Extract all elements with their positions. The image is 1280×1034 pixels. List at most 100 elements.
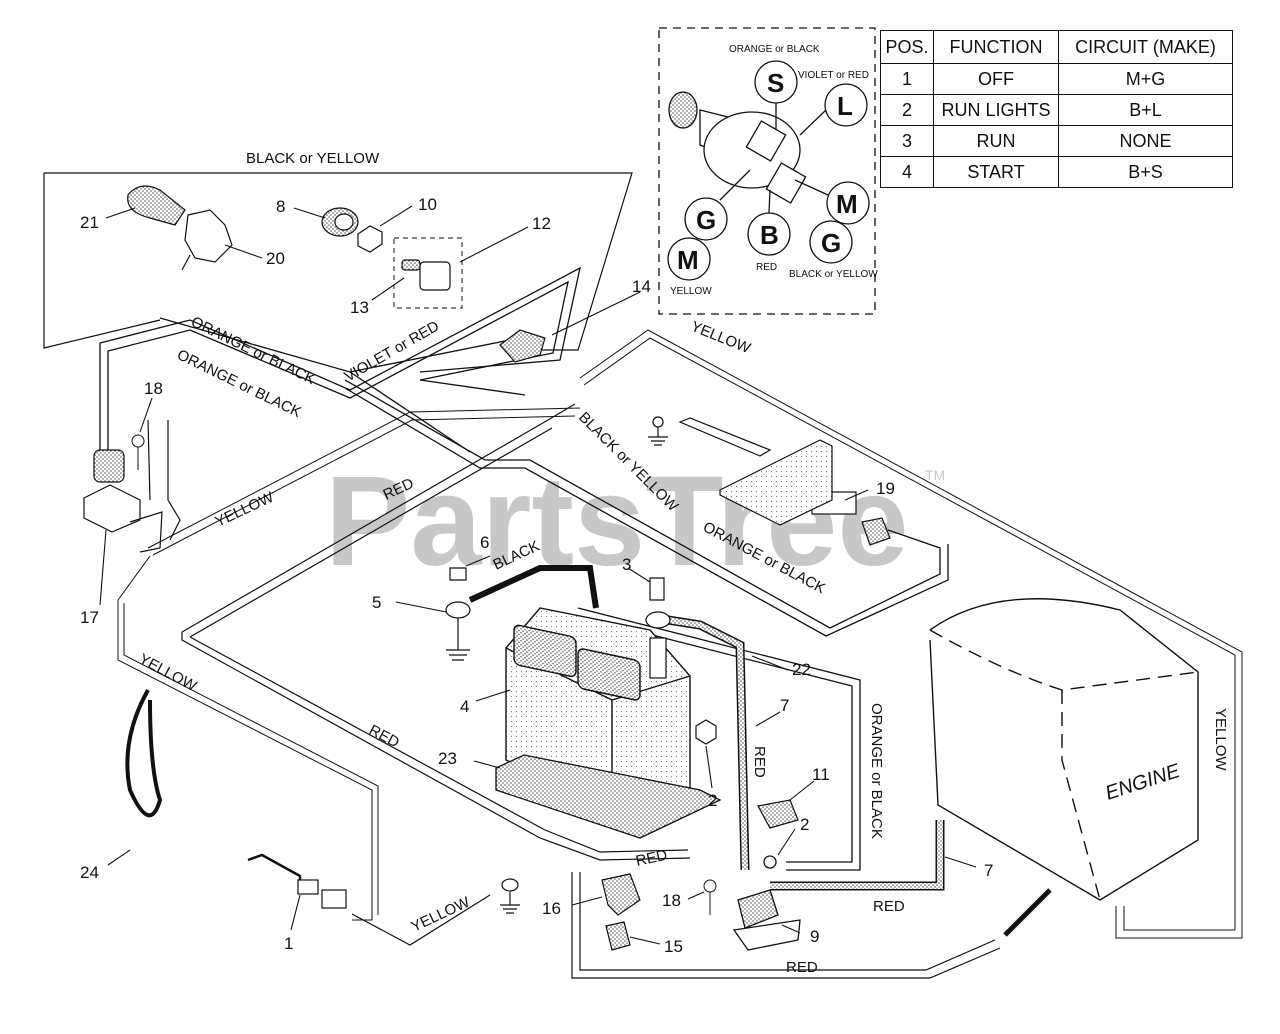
cell-circuit: B+L bbox=[1058, 94, 1233, 126]
black-battery-cable bbox=[468, 565, 599, 609]
callout-21: 21 bbox=[80, 213, 99, 232]
fuse bbox=[605, 921, 631, 951]
callout-22: 22 bbox=[792, 660, 811, 679]
switch-label-l: VIOLET or RED bbox=[798, 70, 869, 81]
wire-label-orange-or-black-vertical: ORANGE or BLACK bbox=[868, 703, 885, 839]
callout-7a: 7 bbox=[780, 696, 789, 715]
engine bbox=[929, 598, 1199, 901]
terminal-s: S bbox=[767, 68, 784, 98]
engine-ground-cable bbox=[1003, 888, 1052, 937]
terminal-b: B bbox=[760, 220, 779, 250]
callout-23: 23 bbox=[438, 749, 457, 768]
terminal-g1: G bbox=[696, 205, 716, 235]
callout-24: 24 bbox=[80, 863, 99, 882]
starter-solenoid bbox=[732, 855, 801, 951]
table-header-row: POS. FUNCTION CIRCUIT (MAKE) bbox=[880, 30, 1233, 64]
table-row: 4 START B+S bbox=[880, 156, 1233, 188]
wire-label-red-vertical: RED bbox=[751, 746, 768, 778]
watermark-tm: TM bbox=[925, 467, 945, 483]
callout-10: 10 bbox=[418, 195, 437, 214]
terminal-cover bbox=[757, 799, 799, 829]
wire-label-yellow-top: YELLOW bbox=[689, 318, 754, 357]
cell-circuit: NONE bbox=[1058, 125, 1233, 157]
ground-symbol-lower bbox=[500, 878, 520, 914]
callout-2a: 2 bbox=[708, 791, 717, 810]
ground-symbol-upper bbox=[648, 416, 668, 446]
callout-12: 12 bbox=[532, 214, 551, 233]
callout-4: 4 bbox=[460, 697, 469, 716]
callout-19: 19 bbox=[876, 479, 895, 498]
callout-9: 9 bbox=[810, 927, 819, 946]
fuse-holder bbox=[601, 873, 641, 916]
screw-upper bbox=[131, 434, 145, 470]
callout-17: 17 bbox=[80, 608, 99, 627]
part-numbers: 21 20 8 10 12 13 14 18 17 6 5 3 4 23 2 2… bbox=[80, 195, 993, 956]
harness-plug bbox=[247, 853, 491, 946]
terminal-m2: M bbox=[677, 245, 699, 275]
switch-label-s: ORANGE or BLACK bbox=[729, 44, 820, 55]
headlight-socket bbox=[181, 209, 233, 271]
wire-label-red-bottom-2: RED bbox=[873, 898, 905, 915]
headlight-bulb bbox=[127, 185, 186, 226]
cell-circuit: M+G bbox=[1058, 63, 1233, 95]
callout-leaders bbox=[99, 205, 977, 945]
switch-position-table: POS. FUNCTION CIRCUIT (MAKE) 1 OFF M+G 2… bbox=[880, 30, 1233, 188]
switch-nut bbox=[357, 225, 383, 253]
callout-3: 3 bbox=[622, 555, 631, 574]
terminal-circles bbox=[667, 60, 870, 281]
switch-label-g: BLACK or YELLOW bbox=[789, 269, 878, 280]
table-row: 2 RUN LIGHTS B+L bbox=[880, 94, 1233, 126]
headlight-harness-outline bbox=[43, 172, 633, 351]
cell-function: RUN LIGHTS bbox=[933, 94, 1059, 126]
ground-terminal bbox=[445, 567, 471, 661]
red-harness bbox=[181, 403, 1001, 979]
header-function: FUNCTION bbox=[933, 30, 1059, 64]
yellow-harness bbox=[579, 329, 1243, 939]
cable-tie bbox=[125, 689, 163, 818]
cell-circuit: B+S bbox=[1058, 156, 1233, 188]
callout-13: 13 bbox=[350, 298, 369, 317]
callout-1: 1 bbox=[284, 934, 293, 953]
callout-8: 8 bbox=[276, 197, 285, 216]
wire-label-yellow-bottom: YELLOW bbox=[409, 893, 474, 935]
terminal-l: L bbox=[837, 91, 853, 121]
callout-7b: 7 bbox=[984, 861, 993, 880]
seat-post bbox=[147, 419, 181, 541]
callout-20: 20 bbox=[266, 249, 285, 268]
screw-lower bbox=[703, 879, 717, 915]
wire-label-red-bottom-3: RED bbox=[786, 959, 818, 976]
starter-cable bbox=[770, 820, 945, 891]
switch-label-m: YELLOW bbox=[670, 286, 712, 297]
callout-16: 16 bbox=[542, 899, 561, 918]
cell-pos: 3 bbox=[880, 125, 934, 157]
callout-2b: 2 bbox=[800, 815, 809, 834]
terminal-g2: G bbox=[821, 228, 841, 258]
battery bbox=[505, 607, 691, 809]
callout-14: 14 bbox=[632, 277, 651, 296]
orange-black-solenoid-wire bbox=[577, 607, 861, 871]
cell-pos: 4 bbox=[880, 156, 934, 188]
ignition-switch-box bbox=[393, 237, 463, 309]
wire-label-yellow-right: YELLOW bbox=[1212, 708, 1229, 771]
header-circuit: CIRCUIT (MAKE) bbox=[1058, 30, 1233, 64]
wire-label-red-left: RED bbox=[366, 722, 402, 752]
cell-pos: 2 bbox=[880, 94, 934, 126]
callout-18b: 18 bbox=[662, 891, 681, 910]
battery-tray bbox=[495, 754, 722, 839]
table-row: 3 RUN NONE bbox=[880, 125, 1233, 157]
cell-function: OFF bbox=[933, 63, 1059, 95]
red-battery-cable bbox=[667, 615, 750, 871]
cell-function: RUN bbox=[933, 125, 1059, 157]
callout-18a: 18 bbox=[144, 379, 163, 398]
cell-function: START bbox=[933, 156, 1059, 188]
wire-label-yellow-left: YELLOW bbox=[136, 651, 200, 696]
terminal-m1: M bbox=[836, 189, 858, 219]
positive-terminal bbox=[645, 577, 671, 679]
table-row: 1 OFF M+G bbox=[880, 63, 1233, 95]
callout-15: 15 bbox=[664, 937, 683, 956]
header-pos: POS. bbox=[880, 30, 934, 64]
switch-bezel bbox=[321, 207, 359, 237]
battery-nut bbox=[695, 719, 717, 745]
wire-label-black-or-yellow-top: BLACK or YELLOW bbox=[246, 150, 380, 167]
